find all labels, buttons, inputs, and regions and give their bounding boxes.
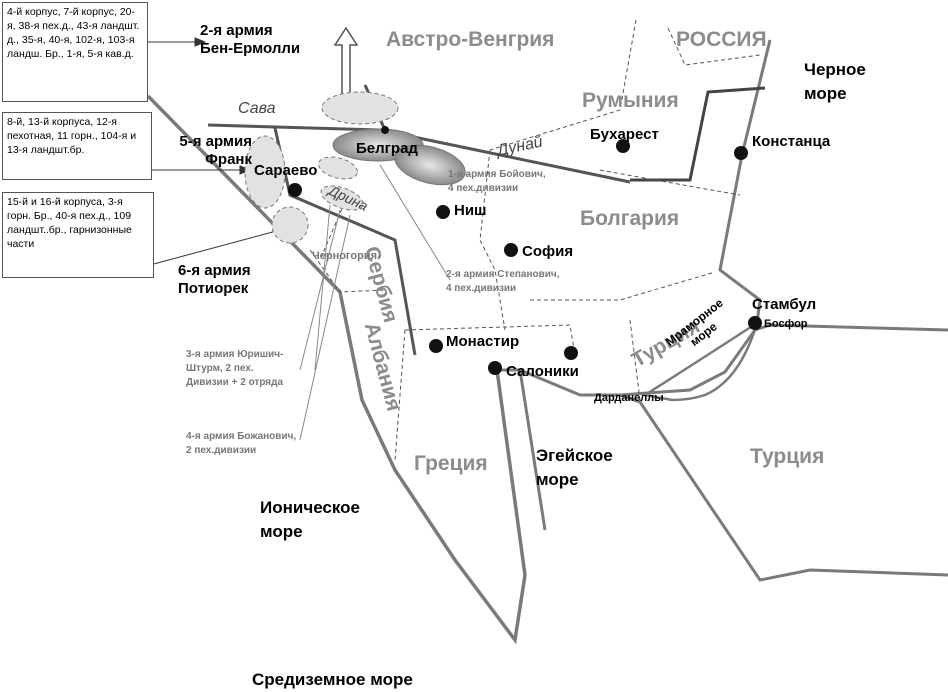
city-bucharest: Бухарест (590, 126, 659, 143)
arrow-box1-head (194, 37, 207, 47)
sea-mediterranean: Средиземное море (252, 670, 413, 689)
ellipse-army6 (271, 206, 309, 244)
river-sava: Сава (238, 100, 276, 117)
city-monastir: Монастир (446, 333, 520, 350)
dot-istanbul (748, 316, 762, 330)
border-bulgaria-south (530, 271, 716, 301)
army2-label: 2-я армия Бен-Ермолли (200, 22, 301, 57)
city-bosphorus: Босфор (764, 318, 808, 330)
black-sea-coast (718, 39, 772, 324)
marmara-shore (641, 320, 760, 402)
dot-constanta (734, 146, 748, 160)
ellipse-sr2 (320, 185, 364, 211)
country-turkey-asia: Турция (750, 445, 825, 468)
sea-ionian: Ионическое море (260, 498, 360, 541)
border-serbia-west (319, 189, 351, 261)
dardanelles-coast (619, 323, 948, 397)
leader-army3b (314, 204, 331, 371)
dot-monastir (429, 339, 443, 353)
adriatic-coastline (146, 94, 527, 645)
dot-nis (436, 205, 450, 219)
city-nis: Ниш (454, 202, 487, 219)
city-thessaloniki: Салоники (506, 363, 579, 380)
aegean-coastline (519, 368, 948, 582)
dot-bucharest (616, 139, 630, 153)
serbian-army-4: 4-я армия Божанович, 2 пех.дивизии (186, 431, 297, 456)
border-russia (667, 27, 761, 66)
country-montenegro: Черногория (312, 250, 377, 262)
serbian-army-1: 1-я армия Бойович, 4 пех.дивизии (448, 169, 546, 194)
serbian-army-3: 3-я армия Юришич- Штурм, 2 пех. Дивизии … (186, 349, 284, 388)
country-romania: Румыния (582, 89, 679, 112)
romania-border (630, 86, 766, 182)
dot-kavala (564, 346, 578, 360)
north-arrow (333, 26, 359, 101)
city-dardanelles: Дарданеллы (594, 392, 664, 404)
leader-army2 (379, 164, 451, 281)
army6-label: 6-я армия Потиорек (178, 262, 251, 297)
ellipse-army2 (321, 91, 399, 125)
leader-army3 (299, 209, 341, 371)
border-greece-north (404, 324, 576, 356)
country-russia: РОССИЯ (676, 28, 767, 51)
border-bulgaria-turkey (599, 169, 741, 196)
border-albania-greece (394, 329, 406, 461)
city-sofia: София (522, 243, 574, 260)
border-serbia-bulgaria (479, 149, 506, 331)
arrow-box3 (149, 229, 281, 266)
dot-sarajevo (288, 183, 302, 197)
leader-army4 (299, 214, 351, 441)
serbian-army-2: 2-я армия Степанович, 4 пех.дивизии (446, 269, 560, 294)
city-sarajevo: Сараево (254, 162, 318, 179)
city-belgrade: Белград (356, 140, 418, 157)
country-greece: Греция (414, 452, 488, 475)
country-austria-hungary: Австро-Венгрия (386, 28, 555, 51)
sea-black: Черное море (804, 60, 866, 103)
dot-belgrade (381, 126, 389, 134)
ellipse-army5 (244, 135, 286, 209)
city-constanta: Констанца (752, 133, 831, 150)
border-austria-romania (489, 19, 637, 151)
sea-aegean: Эгейское море (536, 446, 613, 489)
ellipse-sr1 (318, 156, 358, 180)
box-army5-composition: 8-й, 13-й корпуса, 12-я пехотная, 11 гор… (2, 112, 152, 180)
box-army2-composition: 4-й корпус, 7-й корпус, 20-я, 38-я пех.д… (2, 2, 148, 102)
box-army6-composition: 15-й и 16-й корпуса, 3-я горн. Бр., 40-я… (2, 192, 154, 278)
city-istanbul: Стамбул (752, 296, 817, 313)
country-bulgaria: Болгария (580, 207, 680, 230)
army5-label: 5-я армия Франк (179, 133, 252, 168)
ellipse-nis-army (394, 144, 466, 186)
dot-thessaloniki (488, 361, 502, 375)
border-montenegro (309, 249, 386, 293)
dot-sofia (504, 243, 518, 257)
